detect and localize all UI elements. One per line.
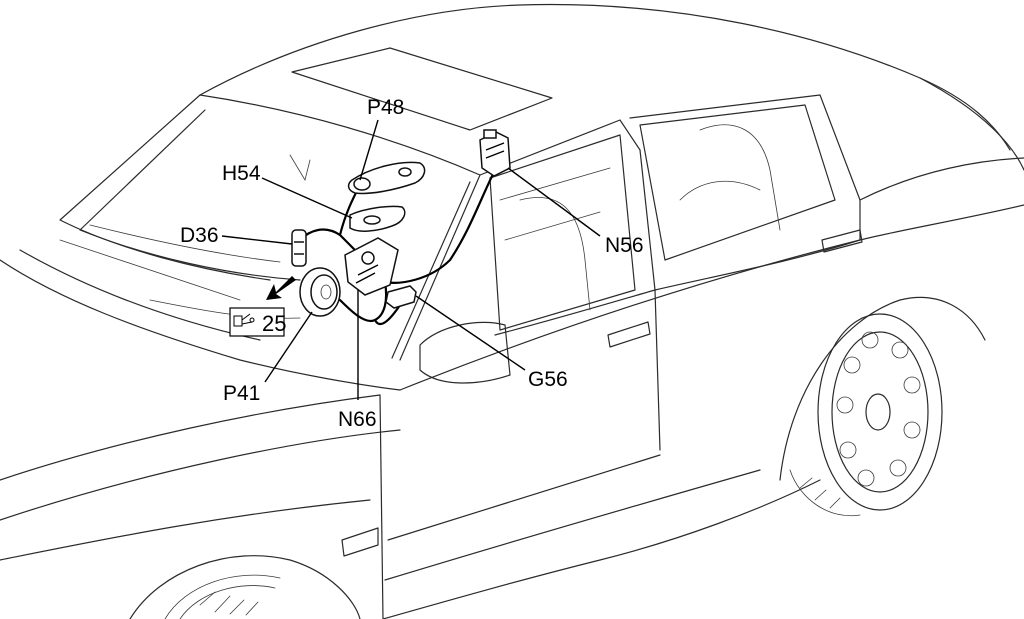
callout-g56: G56 [528,368,568,391]
car-outline [0,3,1024,619]
h54-component [349,205,406,232]
d36-component [291,229,307,267]
reference-page-number: 25 [262,311,286,336]
p48-component [347,161,426,195]
callout-d36: D36 [180,224,219,247]
reference-link[interactable]: 25 [229,276,296,337]
callout-p48: P48 [367,96,404,119]
callout-n56: N56 [605,234,644,257]
g56-component [385,285,417,309]
p41-component [299,267,341,317]
connector-thumbnail-icon [233,313,255,327]
callout-h54: H54 [222,162,261,185]
n66-component [344,237,399,296]
callouts: P48 H54 D36 N56 G56 P41 N66 [180,96,644,431]
n56-component [479,129,511,177]
callout-n66: N66 [338,408,377,431]
callout-p41: P41 [223,382,260,405]
arrow-down-left-icon [266,276,296,300]
